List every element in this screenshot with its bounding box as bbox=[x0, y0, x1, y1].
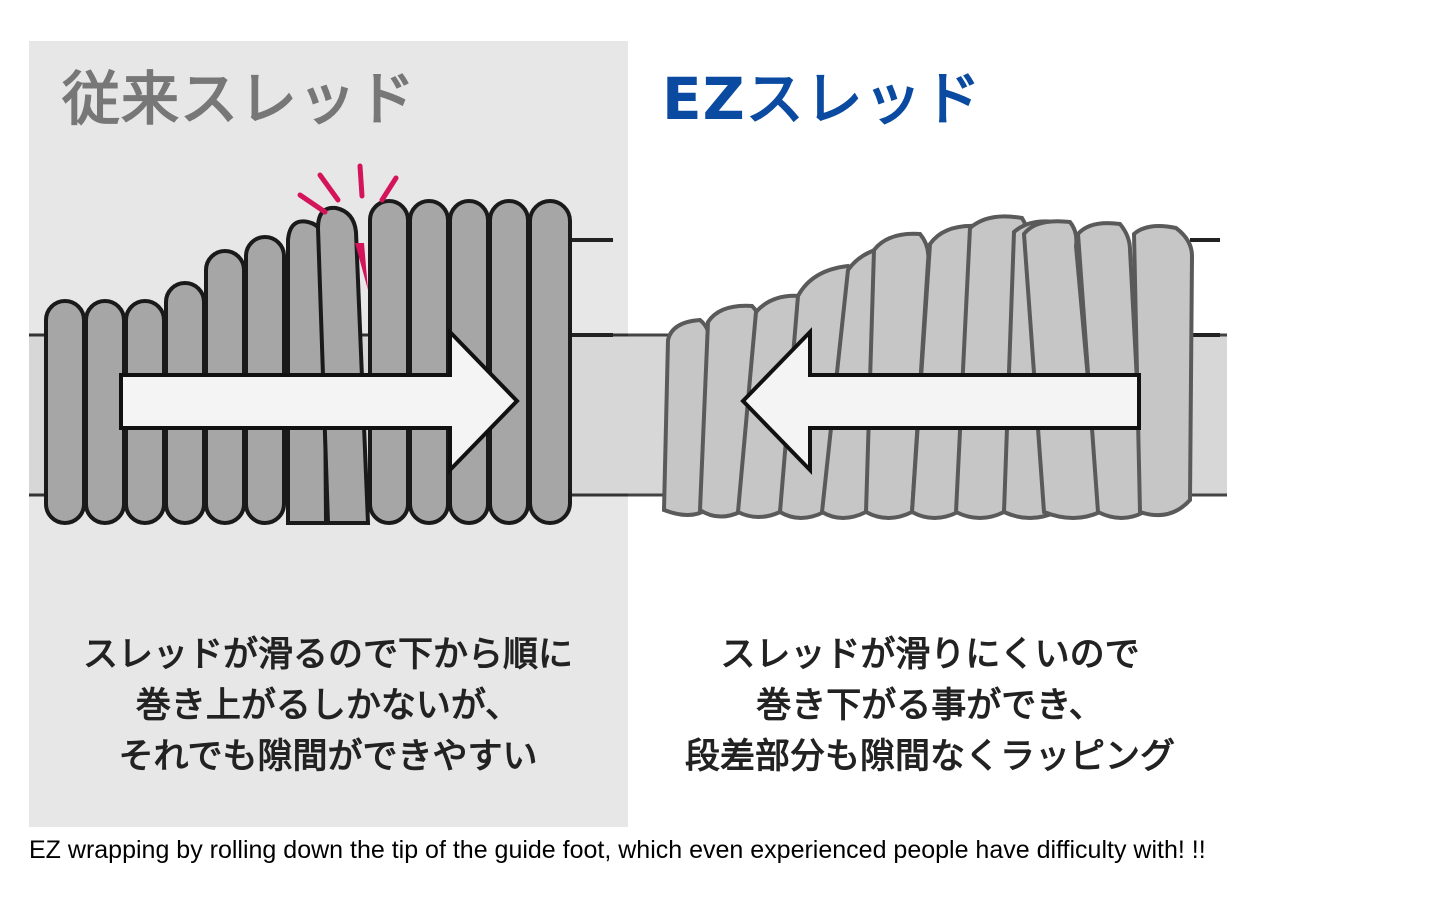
description-line: スレッドが滑るので下から順に bbox=[82, 635, 573, 675]
arrow-right-icon bbox=[119, 327, 520, 475]
description-line: 巻き上がるしかないが、 bbox=[135, 686, 521, 726]
caption-text: EZ wrapping by rolling down the tip of t… bbox=[29, 836, 1206, 864]
ez-thread-description: スレッドが滑りにくいので 巻き下がる事ができ、 段差部分も隙間なくラッピング bbox=[630, 630, 1230, 783]
conventional-thread-wraps bbox=[44, 199, 572, 525]
arrow-left-icon bbox=[740, 327, 1141, 475]
description-line: それでも隙間ができやすい bbox=[118, 737, 538, 777]
conventional-thread-heading: 従来スレッド bbox=[62, 65, 417, 133]
ez-thread-heading: EZスレッド bbox=[662, 65, 982, 133]
conventional-thread-description: スレッドが滑るので下から順に 巻き上がるしかないが、 それでも隙間ができやすい bbox=[40, 630, 616, 783]
burst-lines-icon bbox=[297, 163, 399, 215]
description-line: スレッドが滑りにくいので bbox=[720, 635, 1140, 675]
description-line: 段差部分も隙間なくラッピング bbox=[684, 737, 1175, 777]
ez-thread-wraps bbox=[661, 214, 1195, 520]
description-line: 巻き下がる事ができ、 bbox=[756, 686, 1104, 726]
gap-highlight bbox=[355, 243, 368, 290]
